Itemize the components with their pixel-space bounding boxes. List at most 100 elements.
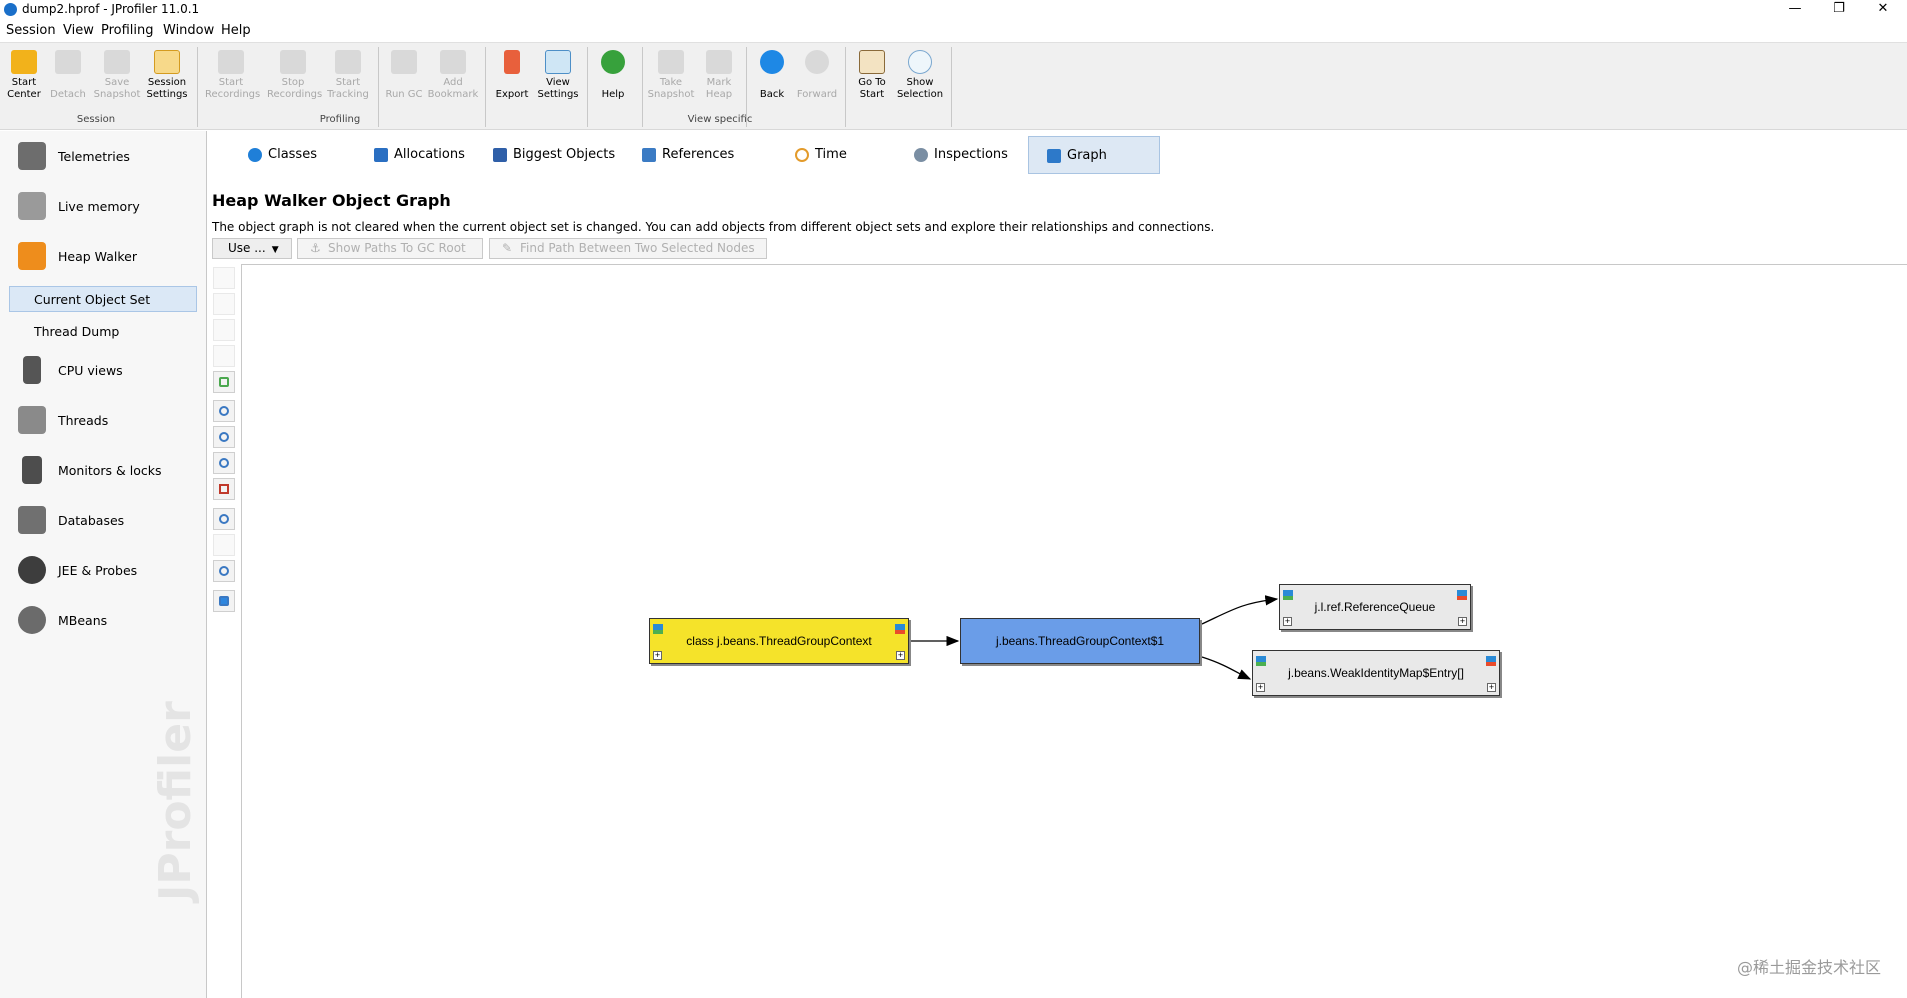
expand-outgoing-icon[interactable]: +: [896, 650, 905, 660]
heap-walker-icon: [18, 242, 46, 270]
zoom-out-icon[interactable]: [213, 426, 235, 448]
sidebar-subitem-current-object-set[interactable]: Current Object Set: [9, 286, 197, 312]
toolbar-separator: [746, 47, 747, 127]
detach-button[interactable]: Detach: [42, 48, 94, 101]
references-icon: [642, 148, 656, 162]
sidebar-item-threads[interactable]: Threads: [14, 402, 204, 438]
zoom-100-icon[interactable]: [213, 452, 235, 474]
allocations-icon: [374, 148, 388, 162]
export-image-icon[interactable]: [213, 590, 235, 612]
sidebar-item-jee-probes[interactable]: JEE & Probes: [14, 552, 204, 588]
view-heading: Heap Walker Object Graph: [212, 191, 451, 210]
live-memory-icon: [18, 192, 46, 220]
graph-icon: [1047, 149, 1061, 163]
help-button[interactable]: Help: [587, 48, 639, 101]
object-graph-canvas[interactable]: class j.beans.ThreadGroupContext ++ j.be…: [241, 264, 1907, 998]
node-reference-icon: [1457, 590, 1467, 600]
menu-session[interactable]: Session: [6, 23, 56, 38]
graph-node-class-threadgroupcontext[interactable]: class j.beans.ThreadGroupContext ++: [649, 618, 909, 664]
graph-tool-delete-icon[interactable]: [213, 319, 235, 341]
expand-incoming-icon[interactable]: +: [1256, 682, 1265, 692]
tab-classes[interactable]: Classes: [244, 136, 317, 174]
sidebar-item-telemetries[interactable]: Telemetries: [14, 138, 204, 174]
sidebar-item-cpu-views[interactable]: CPU views: [14, 352, 204, 388]
zoom-in-icon[interactable]: [213, 400, 235, 422]
use-dropdown-button[interactable]: Use ...▼: [212, 238, 292, 259]
fit-content-icon[interactable]: [213, 478, 235, 500]
menu-view[interactable]: View: [63, 23, 94, 38]
menu-help[interactable]: Help: [221, 23, 251, 38]
session-settings-icon: [154, 50, 180, 74]
export-button[interactable]: Export: [486, 48, 538, 101]
tab-graph[interactable]: Graph: [1028, 136, 1160, 174]
sidebar-item-mbeans[interactable]: MBeans: [14, 602, 204, 638]
back-button[interactable]: Back: [746, 48, 798, 101]
biggest-objects-icon: [493, 148, 507, 162]
forward-button[interactable]: Forward: [791, 48, 843, 101]
group-label-profiling: Profiling: [319, 114, 361, 125]
restore-button[interactable]: ❐: [1833, 1, 1845, 16]
show-paths-to-gc-root-button[interactable]: ⚓Show Paths To GC Root: [297, 238, 483, 259]
jee-probes-icon: [18, 556, 46, 584]
detach-icon: [55, 50, 81, 74]
heap-walker-tabs: Classes Allocations Biggest Objects Refe…: [210, 131, 1907, 179]
graph-node-referencequeue[interactable]: j.l.ref.ReferenceQueue ++: [1279, 584, 1471, 630]
tab-allocations[interactable]: Allocations: [370, 136, 465, 174]
graph-node-threadgroupcontext-1[interactable]: j.beans.ThreadGroupContext$1: [960, 618, 1200, 664]
toolbar-separator: [951, 47, 952, 127]
sidebar-item-heap-walker[interactable]: Heap Walker: [14, 238, 204, 274]
find-path-button[interactable]: ✎Find Path Between Two Selected Nodes: [489, 238, 767, 259]
menu-bar: Session View Profiling Window Help: [0, 20, 1907, 42]
graph-tool-remove-unselected-icon[interactable]: [213, 345, 235, 367]
lock-icon: [22, 456, 42, 484]
expand-incoming-icon[interactable]: +: [653, 650, 662, 660]
expand-outgoing-icon[interactable]: +: [1487, 682, 1496, 692]
menu-window[interactable]: Window: [163, 23, 215, 38]
help-icon: [601, 50, 625, 74]
toolbar-separator: [378, 47, 379, 127]
group-label-session: Session: [76, 114, 116, 125]
find-icon[interactable]: [213, 560, 235, 582]
inspections-gear-icon: [914, 148, 928, 162]
sidebar-item-databases[interactable]: Databases: [14, 502, 204, 538]
run-gc-button[interactable]: Run GC: [378, 48, 430, 101]
graph-node-weakidentitymap-entry-array[interactable]: j.beans.WeakIdentityMap$Entry[] ++: [1252, 650, 1500, 696]
tab-time[interactable]: Time: [791, 136, 847, 174]
show-selection-icon: [908, 50, 932, 74]
jprofiler-app-icon: [4, 3, 17, 16]
add-bookmark-icon: [440, 50, 466, 74]
toolbar-separator: [642, 47, 643, 127]
sidebar-item-live-memory[interactable]: Live memory: [14, 188, 204, 224]
sidebar-item-monitors-locks[interactable]: Monitors & locks: [14, 452, 204, 488]
sidebar-subitem-thread-dump[interactable]: Thread Dump: [34, 324, 120, 339]
graph-tool-outgoing-icon[interactable]: [213, 267, 235, 289]
expand-outgoing-icon[interactable]: +: [1458, 616, 1467, 626]
graph-tool-incoming-icon[interactable]: [213, 293, 235, 315]
tab-biggest-objects[interactable]: Biggest Objects: [489, 136, 615, 174]
tab-inspections[interactable]: Inspections: [910, 136, 1008, 174]
tab-references[interactable]: References: [638, 136, 734, 174]
close-button[interactable]: ✕: [1877, 1, 1889, 16]
minimize-button[interactable]: —: [1788, 1, 1802, 16]
expand-incoming-icon[interactable]: +: [1283, 616, 1292, 626]
mbeans-globe-icon: [18, 606, 46, 634]
menu-profiling[interactable]: Profiling: [101, 23, 154, 38]
undo-icon[interactable]: [213, 508, 235, 530]
node-reference-icon: [895, 624, 905, 634]
redo-icon[interactable]: [213, 534, 235, 556]
graph-tool-clear-icon[interactable]: [213, 371, 235, 393]
anchor-icon: ⚓: [310, 241, 321, 255]
node-type-icon: [1283, 590, 1293, 600]
